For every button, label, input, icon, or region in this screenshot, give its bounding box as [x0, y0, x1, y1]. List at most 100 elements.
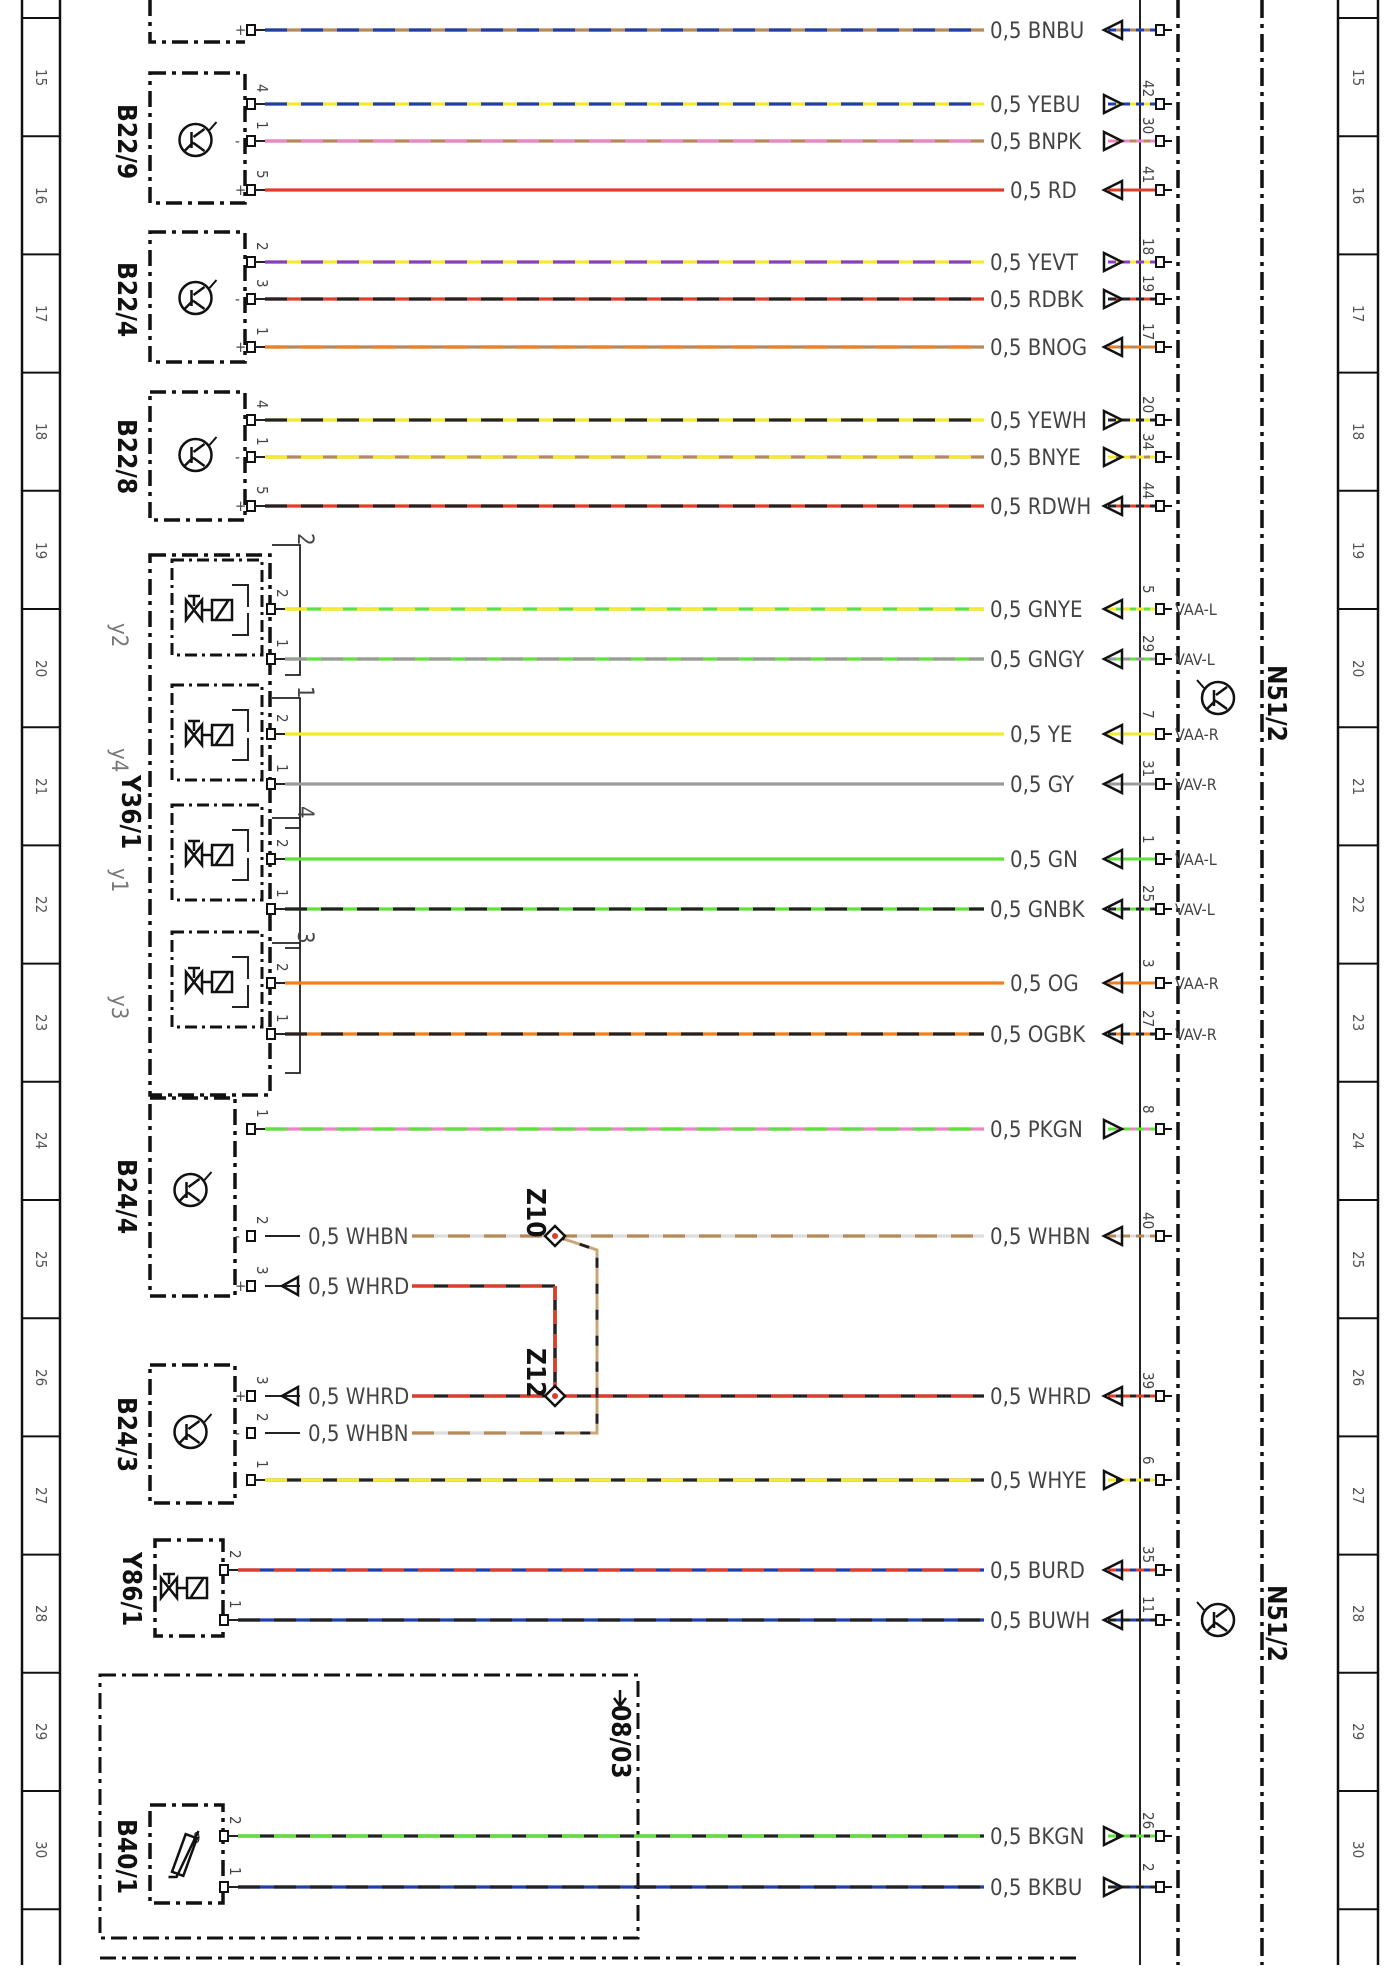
row-number: 19	[32, 542, 50, 559]
row-number: 20	[1349, 660, 1367, 677]
wire-label: 0,5 BNYE	[990, 446, 1081, 471]
ecu-symbol-upper	[1196, 679, 1236, 716]
valve-unit-label: y1	[106, 868, 131, 892]
wire: 0,5 BNBU+	[235, 18, 1172, 44]
component-pin-number: 2	[273, 963, 291, 972]
valve-unit-y2: y2	[106, 558, 264, 657]
signal-input-arrow-icon	[1101, 335, 1124, 359]
component-pin-number: 2	[226, 1550, 244, 1559]
signal-output-arrow-icon	[1102, 92, 1125, 116]
component-pin	[246, 256, 256, 268]
valve-connector-group: 3	[272, 931, 317, 1074]
component-b22-4: B22/4	[111, 230, 247, 364]
ecu-pin	[1155, 184, 1165, 196]
ecu-pin	[1155, 414, 1165, 426]
row-number: 16	[32, 187, 50, 204]
ecu-pin-number: 34	[1139, 433, 1157, 450]
row-number: 24	[32, 1132, 50, 1149]
row-number: 21	[1349, 778, 1367, 795]
solenoid-valve-icon	[184, 719, 234, 749]
wire-label: 0,5 BKGN	[990, 1825, 1084, 1850]
component-pin	[266, 903, 276, 915]
valve-connector-number: 4	[292, 806, 317, 819]
row-number: 22	[32, 896, 50, 913]
wire-label: 0,5 YE	[1010, 723, 1072, 748]
ecu-pin	[1155, 1881, 1165, 1893]
ecu-pin	[1155, 24, 1165, 36]
component-pin	[246, 1427, 256, 1439]
component-b22-9: B22/9	[111, 71, 247, 205]
component-b22-8: B22/8	[111, 390, 247, 522]
ecu-pin-name: VAA-L	[1175, 600, 1217, 619]
ecu-pin-number: 11	[1139, 1596, 1157, 1613]
component-pin-polarity: -	[235, 290, 240, 308]
component-pin-number: 4	[253, 84, 271, 93]
component-pin	[246, 1280, 256, 1292]
ecu-pin	[1155, 98, 1165, 110]
wire-label: 0,5 BNBU	[990, 19, 1084, 44]
sensor-symbol-icon	[173, 1413, 213, 1450]
row-number: 28	[1349, 1605, 1367, 1622]
component-pin-number: 2	[253, 242, 271, 251]
solenoid-valve-icon	[184, 966, 234, 996]
component-b24-4: B24/4	[111, 1096, 237, 1298]
ecu-pin	[1155, 293, 1165, 305]
component-pin-number: 2	[226, 1816, 244, 1825]
splice-label: Z10	[520, 1188, 550, 1238]
component-pin	[246, 341, 256, 353]
splice-label: Z12	[520, 1348, 550, 1398]
component-pin-number: 4	[253, 400, 271, 409]
ecu-pin-number: 1	[1139, 835, 1157, 844]
ecu-pin-name: VAV-R	[1175, 1025, 1217, 1044]
wire-label: 0,5 BKBU	[990, 1876, 1082, 1901]
row-number: 23	[32, 1014, 50, 1031]
component-outline	[148, 1096, 237, 1298]
local-wire-label: 0,5 WHRD	[308, 1385, 409, 1410]
signal-output-arrow-icon	[1102, 129, 1125, 153]
wire-label: 0,5 OG	[1010, 972, 1079, 997]
ecu-pin	[1155, 1390, 1165, 1402]
wire-label: 0,5 YEWH	[990, 409, 1087, 434]
row-number: 26	[1349, 1369, 1367, 1386]
component-label: B40/1	[111, 1819, 141, 1894]
component-pin-number: 2	[273, 714, 291, 723]
ecu-pin-number: 29	[1139, 635, 1157, 652]
signal-input-arrow-icon	[1101, 847, 1124, 871]
component-pin	[246, 98, 256, 110]
component-pin	[219, 1564, 229, 1576]
local-wire-label: 0,5 WHBN	[308, 1422, 409, 1447]
reference-box-outline	[98, 1673, 640, 1940]
splice-link-whbn	[554, 1234, 599, 1435]
ecu-pin	[1155, 653, 1165, 665]
component-pin-number: 1	[226, 1867, 244, 1876]
row-number: 30	[1349, 1841, 1367, 1858]
wire-label: 0,5 GN	[1010, 848, 1078, 873]
ecu-pin	[1155, 603, 1165, 615]
wire-label: 0,5 OGBK	[990, 1023, 1086, 1048]
component-pin	[266, 603, 276, 615]
component-pin	[246, 1474, 256, 1486]
row-number: 24	[1349, 1132, 1367, 1149]
wire-label: 0,5 BNOG	[990, 336, 1087, 361]
row-number: 15	[1349, 69, 1367, 86]
component-pin	[219, 1881, 229, 1893]
ecu-pin-number: 42	[1139, 80, 1157, 97]
component-pin-polarity: -	[235, 1227, 240, 1245]
signal-input-arrow-icon	[1101, 1558, 1124, 1582]
